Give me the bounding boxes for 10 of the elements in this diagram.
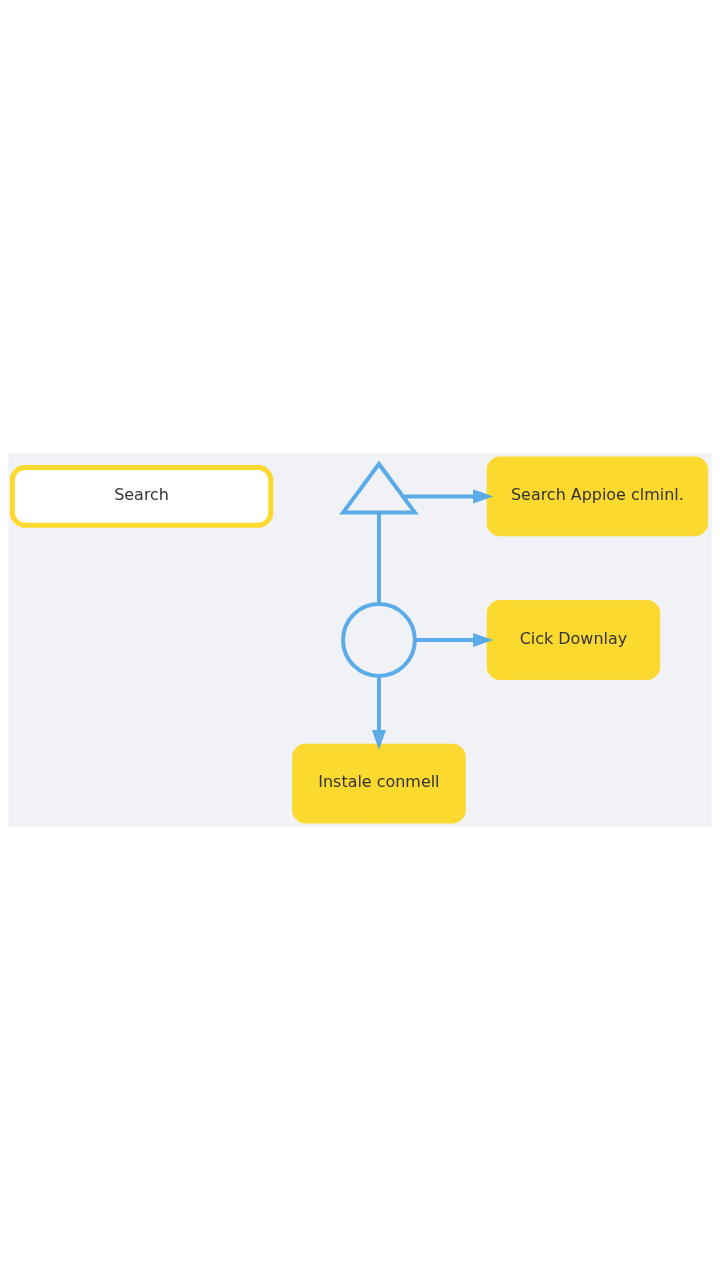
arrow [371,676,386,751]
node-circle [341,602,417,678]
arrow [403,489,494,504]
arrow [415,633,494,647]
node-box: Instale conmell [292,743,466,824]
node-triangle [339,460,419,515]
node-box: Cick Downlay [486,600,661,680]
node-box: Search [9,464,274,528]
node-box: Search Appioe clminl. [486,456,709,537]
connector [376,512,381,604]
